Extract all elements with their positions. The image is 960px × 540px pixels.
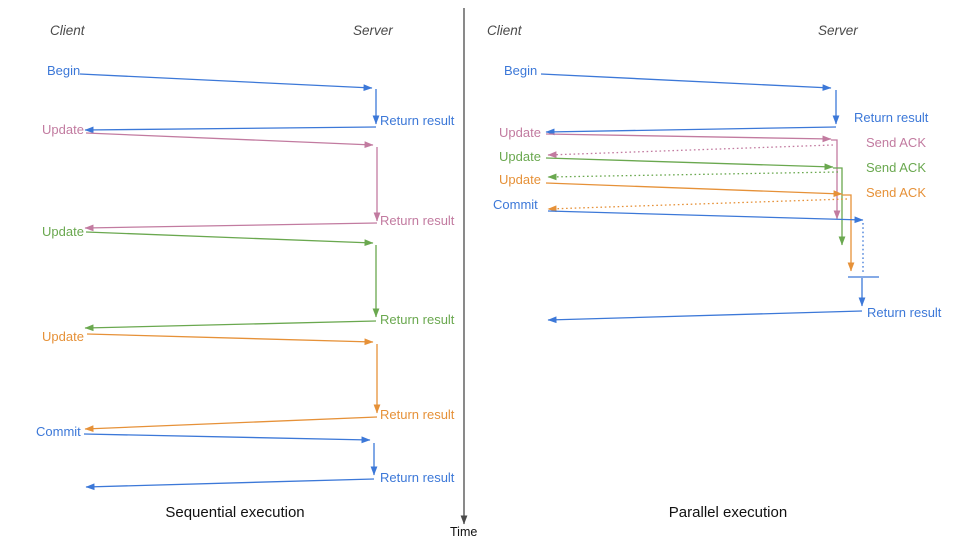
par-message-commit xyxy=(547,210,879,324)
seq-return-label-2: Return result xyxy=(380,213,455,228)
seq-message-update-1 xyxy=(84,132,381,232)
ack-dashed-arrow xyxy=(547,198,848,213)
seq-commit-label: Commit xyxy=(36,424,81,439)
seq-update-label-1: Update xyxy=(42,122,84,137)
ack-dashed-arrow xyxy=(547,171,839,181)
seq-message-commit xyxy=(83,433,378,491)
seq-message-update-3 xyxy=(84,333,381,433)
ack-dashed-arrow xyxy=(547,144,834,159)
response-arrow xyxy=(547,310,863,324)
request-arrow xyxy=(83,433,371,444)
request-arrow xyxy=(545,133,832,143)
seq-return-label-4: Return result xyxy=(380,407,455,422)
request-arrow xyxy=(547,210,864,224)
seq-update-label-3: Update xyxy=(42,329,84,344)
request-arrow xyxy=(85,231,374,247)
par-return-label-1: Return result xyxy=(854,110,929,125)
server-pending-line xyxy=(831,139,841,220)
request-arrow xyxy=(540,73,832,91)
request-arrow xyxy=(545,157,834,171)
request-arrow xyxy=(86,333,374,346)
par-message-update-1 xyxy=(545,133,841,220)
sequential-title: Sequential execution xyxy=(165,504,305,521)
par-return-label-2: Return result xyxy=(867,305,942,320)
seq-return-label-1: Return result xyxy=(380,113,455,128)
server-pending-line xyxy=(842,194,855,272)
par-message-update-3 xyxy=(545,182,855,272)
request-arrow xyxy=(85,132,374,149)
parallel-title: Parallel execution xyxy=(668,504,788,521)
par-message-begin xyxy=(540,73,840,136)
par-server-header: Server xyxy=(818,23,858,38)
par-message-update-2 xyxy=(545,157,846,246)
seq-server-header: Server xyxy=(353,23,393,38)
response-arrow xyxy=(84,416,378,433)
par-client-header: Client xyxy=(487,23,522,38)
response-arrow xyxy=(84,320,377,332)
request-arrow xyxy=(79,73,373,91)
response-arrow xyxy=(545,126,837,136)
response-arrow xyxy=(84,222,378,232)
par-ack-label-2: Send ACK xyxy=(866,160,926,175)
time-axis-label: Time xyxy=(450,525,478,539)
seq-update-label-2: Update xyxy=(42,224,84,239)
par-ack-label-3: Send ACK xyxy=(866,185,926,200)
response-arrow xyxy=(84,126,377,134)
seq-return-label-3: Return result xyxy=(380,312,455,327)
par-update-label-1: Update xyxy=(499,125,541,140)
par-update-label-3: Update xyxy=(499,172,541,187)
par-update-label-2: Update xyxy=(499,149,541,164)
par-begin-label: Begin xyxy=(504,63,538,78)
seq-begin-label: Begin xyxy=(47,63,81,78)
seq-message-begin xyxy=(79,73,380,134)
seq-message-update-2 xyxy=(84,231,380,332)
request-arrow xyxy=(545,182,843,198)
par-commit-label: Commit xyxy=(493,197,538,212)
seq-return-label-5: Return result xyxy=(380,470,455,485)
seq-client-header: Client xyxy=(50,23,85,38)
response-arrow xyxy=(85,478,375,491)
par-ack-label-1: Send ACK xyxy=(866,135,926,150)
